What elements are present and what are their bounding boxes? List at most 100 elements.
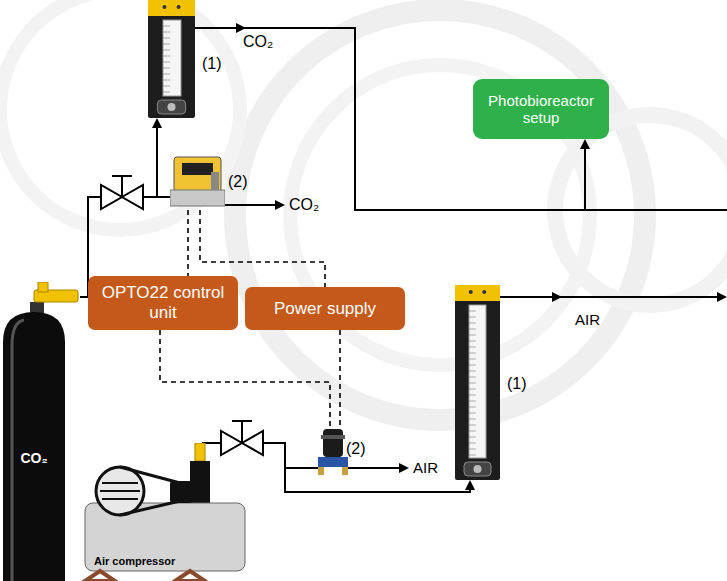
decor-line: [469, 353, 476, 354]
connector-line: [160, 330, 330, 427]
decor-circle: [482, 290, 486, 294]
decor-line: [469, 401, 476, 402]
arrow-head: [580, 139, 590, 149]
flow-label: AIR: [413, 459, 438, 476]
decor-line: [163, 38, 170, 39]
decor-rect: [174, 157, 221, 192]
decor-line: [469, 437, 476, 438]
connector-line: [187, 210, 189, 276]
decor-polygon: [175, 571, 205, 581]
decor-line: [469, 389, 476, 390]
power-box: Power supply: [245, 287, 405, 330]
callout-number: (1): [507, 375, 527, 393]
decor-rect: [323, 429, 343, 457]
decor-polygon: [717, 292, 727, 302]
decor-line: [469, 359, 476, 360]
decor-line: [163, 44, 170, 45]
decor-polygon: [236, 23, 246, 33]
box-label: Power supply: [274, 299, 376, 319]
box-label: Photobioreactor setup: [482, 92, 600, 127]
decor-polygon: [101, 185, 122, 209]
decor-line: [348, 467, 400, 469]
decor-line: [225, 204, 276, 206]
process-box: Photobioreactor setup: [473, 79, 609, 139]
decor-line: [163, 86, 170, 87]
decor-polygon: [552, 292, 562, 302]
decor-line: [469, 425, 476, 426]
decor-polygon: [275, 200, 285, 210]
decor-line: [163, 92, 170, 93]
decor-rect: [170, 481, 192, 503]
decor-line: [469, 347, 476, 348]
signal-wire: [340, 330, 341, 427]
decor-line: [469, 341, 476, 342]
box-label: OPTO22 control unit: [99, 283, 227, 322]
decor-rect: [163, 20, 181, 96]
decor-line: [469, 407, 476, 408]
callout-number: (1): [202, 55, 222, 73]
decor-line: [232, 420, 252, 422]
decor-polygon: [399, 463, 409, 473]
decor-rect: [38, 282, 48, 292]
decor-line: [163, 56, 170, 57]
rotameter: (1): [455, 285, 500, 480]
flow-label: CO₂: [289, 196, 319, 214]
decor-rect: [170, 190, 225, 206]
decor-line: [500, 296, 724, 298]
decor-line: [469, 419, 476, 420]
decor-circle: [469, 290, 473, 294]
decor-circle: [177, 5, 181, 9]
decor-circle: [162, 5, 166, 9]
decor-rect: [342, 467, 348, 475]
decor-line: [469, 395, 476, 396]
connector-line: [339, 330, 341, 427]
part-label: Air compressor: [94, 555, 175, 568]
signal-wire: [188, 210, 189, 276]
decor-rect: [157, 100, 185, 114]
part-label: CO₂: [3, 450, 65, 466]
decor-rect: [211, 172, 219, 190]
decor-line: [163, 50, 170, 51]
decor-line: [469, 311, 476, 312]
decor-circle: [96, 467, 144, 515]
decor-line: [241, 421, 243, 443]
decor-line: [585, 209, 727, 211]
decor-rect: [455, 285, 500, 301]
air-compressor: Air compressor: [80, 443, 250, 581]
decor-line: [469, 365, 476, 366]
decor-rect: [455, 285, 500, 480]
arrow-head: [152, 118, 162, 128]
decor-line: [469, 443, 476, 444]
mass-flow-controller: (2): [318, 427, 348, 477]
callout-number: (2): [228, 173, 248, 191]
decor-rect: [464, 462, 491, 476]
decor-circle: [474, 465, 482, 473]
decor-line: [469, 377, 476, 378]
decor-line: [469, 455, 476, 456]
decor-rect: [148, 0, 195, 118]
decor-line: [469, 335, 476, 336]
connector-line: [80, 126, 157, 297]
decor-rect: [469, 305, 486, 458]
decor-line: [469, 383, 476, 384]
decor-rect: [318, 467, 324, 475]
rotameter-picture: [455, 285, 500, 480]
callout-number: (2): [346, 440, 366, 458]
decor-line: [469, 317, 476, 318]
decor-rect: [182, 163, 213, 175]
decor-path: [3, 312, 65, 581]
control-box: OPTO22 control unit: [88, 276, 238, 330]
gas-pipe: [80, 118, 162, 297]
decor-line: [121, 176, 123, 197]
decor-rect: [318, 457, 348, 467]
decor-circle: [168, 103, 176, 111]
mass-flow-controller-picture: [318, 427, 348, 477]
decor-line: [469, 413, 476, 414]
decor-line: [163, 68, 170, 69]
rotameter-picture: [148, 0, 195, 118]
decor-polygon: [221, 431, 242, 455]
flow-label: AIR: [575, 311, 600, 328]
rotameter: (1): [148, 0, 195, 118]
gas-cylinder-picture: [0, 282, 80, 581]
